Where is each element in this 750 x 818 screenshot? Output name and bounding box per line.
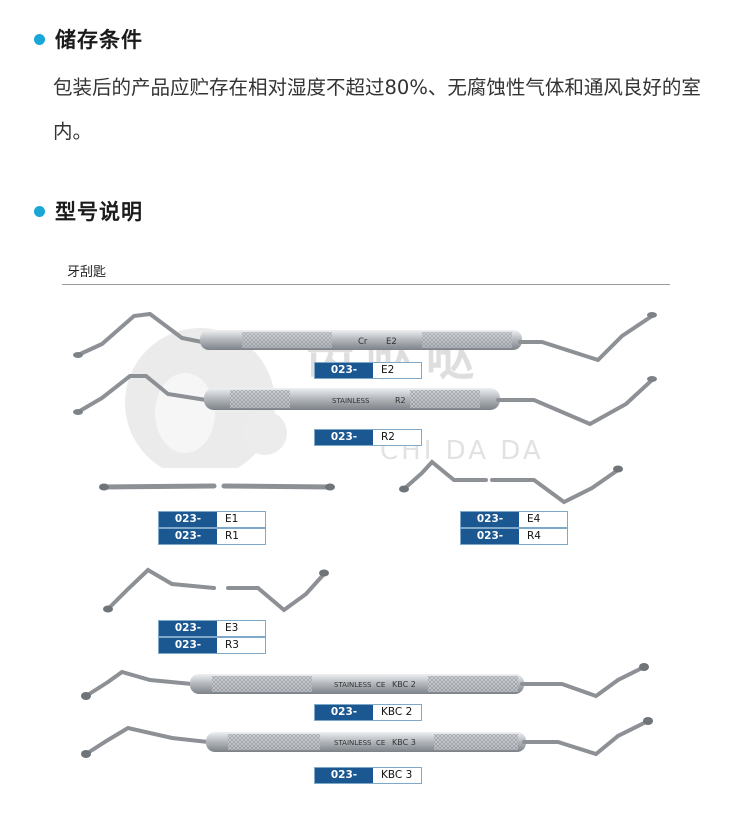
- instrument-e4: [399, 459, 623, 505]
- catalog-title: 牙刮匙: [67, 265, 107, 280]
- section-title-storage: 储存条件: [55, 28, 143, 52]
- model-code: 023-1420: [461, 529, 519, 557]
- model-type: R1: [225, 530, 239, 542]
- model-type: KBC 2: [381, 706, 413, 718]
- model-label: 023-0222 KBC 2: [314, 704, 422, 733]
- model-code: 023-1220: [315, 430, 373, 458]
- model-code: 023-1408: [461, 512, 519, 540]
- handle-mark-ce: CE: [376, 739, 385, 747]
- model-code: 023-0222: [315, 705, 373, 733]
- catalog-header: 牙刮匙: [62, 258, 670, 285]
- model-label: 023-1308 E3: [158, 620, 266, 649]
- model-type: R4: [527, 530, 541, 542]
- handle-model-kbc3: KBC 3: [392, 738, 416, 747]
- model-code: 023-0322: [315, 768, 373, 796]
- handle-mark-stainless: STAINLESS: [334, 739, 372, 747]
- model-label: 023-0322 KBC 3: [314, 767, 422, 796]
- model-type: E3: [225, 622, 239, 634]
- model-code: 023-1308: [159, 621, 217, 649]
- bullet-dot-icon: [34, 33, 45, 45]
- model-type: R3: [225, 639, 239, 651]
- instrument-r2: [73, 374, 657, 427]
- handle-mark-ce: CE: [376, 681, 385, 689]
- model-code: 023-1320: [159, 638, 217, 666]
- section-title-models: 型号说明: [55, 200, 143, 224]
- bullet-dot-icon: [34, 205, 45, 217]
- instruments-illustration: Cr E2 STAINLESS R2 STAINLESS CE KBC 2 ST…: [73, 311, 657, 758]
- model-label: 023-1208 E2: [314, 362, 422, 391]
- model-type: E2: [381, 364, 395, 376]
- model-type: E1: [225, 513, 239, 525]
- handle-mark-cr: Cr: [358, 337, 368, 347]
- instrument-kbc2: [81, 663, 649, 700]
- instrument-e2: [73, 311, 657, 363]
- section-header-storage: 储存条件: [34, 24, 143, 54]
- handle-model-kbc2: KBC 2: [392, 680, 416, 689]
- model-label: 023-1408 E4: [460, 511, 568, 540]
- instrument-e3: [103, 567, 329, 613]
- model-code: 023-1208: [315, 363, 373, 391]
- model-label: 023-1220 R2: [314, 429, 422, 458]
- handle-model-e2: E2: [386, 337, 397, 347]
- model-type: KBC 3: [381, 769, 413, 781]
- model-type: E4: [527, 513, 541, 525]
- model-label: 023-1120 R1: [158, 528, 266, 557]
- handle-model-r2: R2: [395, 396, 406, 405]
- instrument-catalog: 牙刮匙 齿哒哒 CHI DA DA: [62, 258, 670, 798]
- instrument-e1: [99, 483, 335, 491]
- handle-mark-stainless: STAINLESS: [332, 397, 370, 405]
- model-label: 023-1108 E1: [158, 511, 266, 540]
- section-header-models: 型号说明: [34, 196, 143, 226]
- model-code: 023-1120: [159, 529, 217, 557]
- model-label: 023-1420 R4: [460, 528, 568, 557]
- handle-mark-stainless: STAINLESS: [334, 681, 372, 689]
- storage-paragraph: 包装后的产品应贮存在相对湿度不超过80%、无腐蚀性气体和通风良好的室内。: [53, 76, 701, 143]
- model-type: R2: [381, 431, 395, 443]
- model-code: 023-1108: [159, 512, 217, 540]
- model-label: 023-1320 R3: [158, 637, 266, 666]
- instrument-kbc3: [81, 717, 653, 758]
